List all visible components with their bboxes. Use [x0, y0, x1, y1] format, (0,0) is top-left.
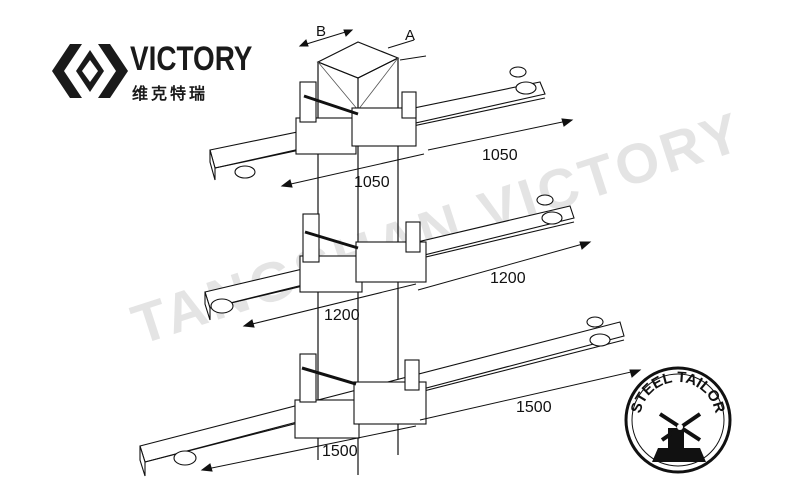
- clamp-beam-1200: [204, 194, 575, 321]
- dimension-label-beam1-right: 1050: [482, 147, 518, 164]
- clamp-beam-1500: [139, 316, 625, 477]
- dimension-lines-beam-2: [242, 241, 592, 328]
- dimension-label-beam2-left: 1200: [324, 307, 360, 324]
- steel-tailor-badge: STEEL TAILOR: [624, 366, 732, 474]
- dimension-label-b: B: [316, 23, 326, 40]
- brand-name-chinese: 维克特瑞: [132, 84, 209, 103]
- dimension-label-a: A: [405, 27, 415, 44]
- victory-logo-mark: [52, 44, 128, 98]
- dimension-label-beam3-right: 1500: [516, 399, 552, 416]
- dimension-label-beam2-right: 1200: [490, 270, 526, 287]
- dimension-lines-beam-1: [280, 118, 574, 188]
- clamp-beam-1050: [209, 66, 546, 181]
- dimension-label-beam1-left: 1050: [354, 174, 390, 191]
- dimension-a-b: [298, 29, 427, 61]
- watermark-text: TANGSHAN VICTORY: [124, 99, 751, 356]
- welder-icon: [652, 412, 706, 462]
- brand-logo: VICTORY 维克特瑞: [52, 38, 252, 104]
- brand-name: VICTORY: [130, 40, 253, 78]
- dimension-lines-beam-3: [200, 369, 642, 472]
- dimension-label-beam3-left: 1500: [322, 443, 358, 460]
